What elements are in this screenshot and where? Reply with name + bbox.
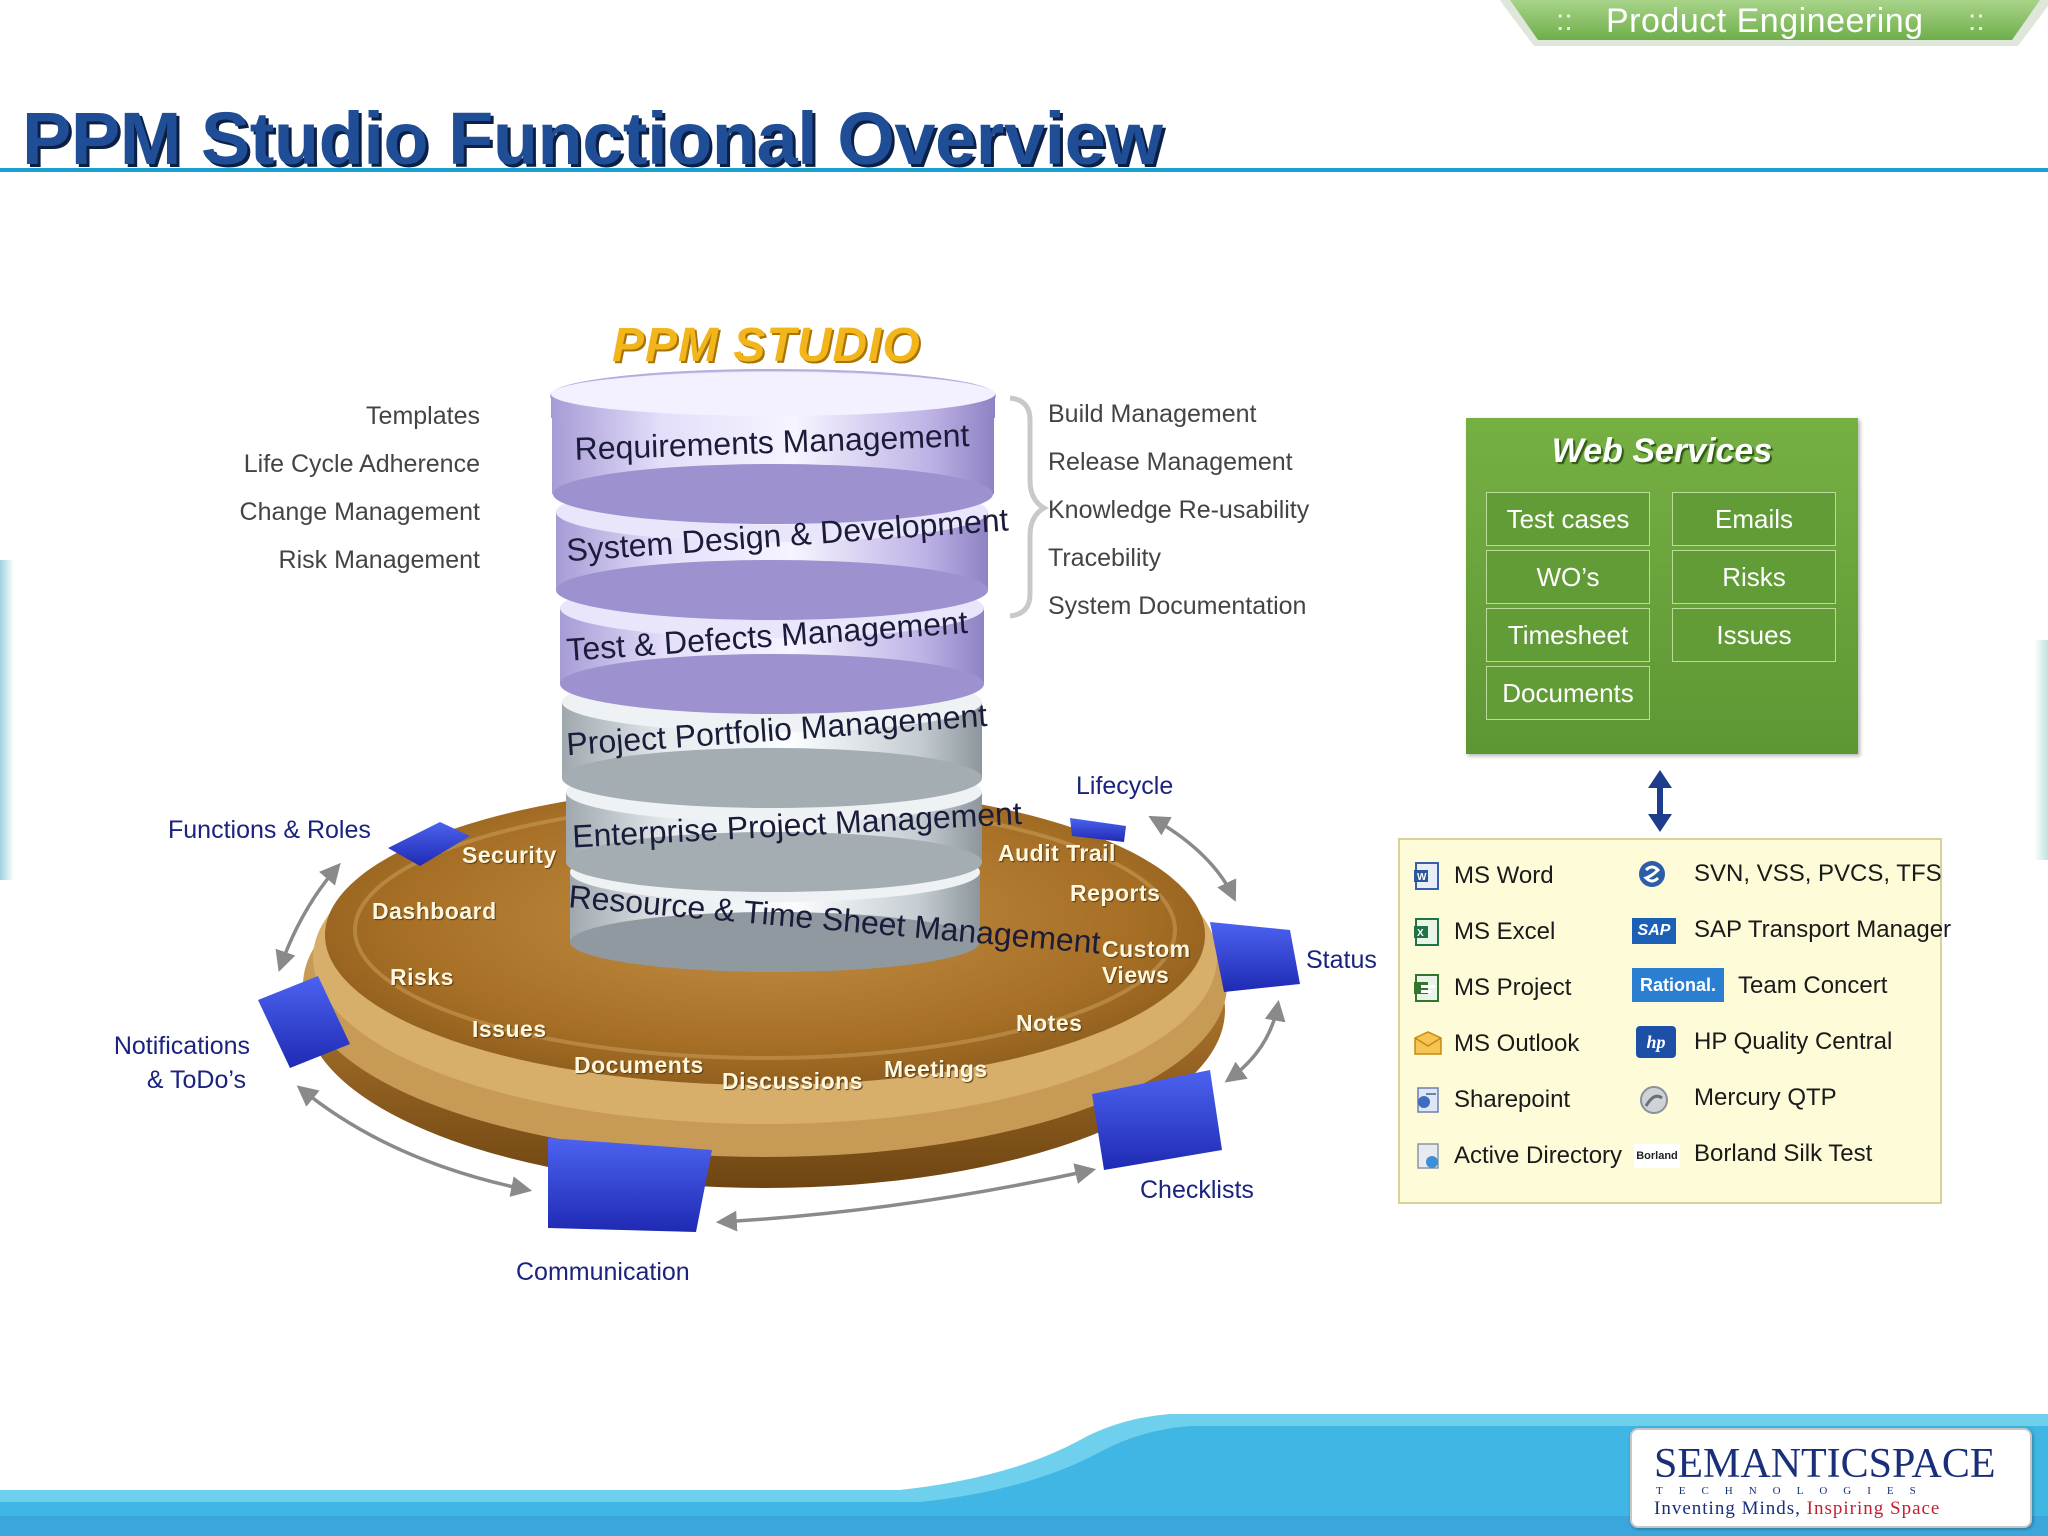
logo-name: SEMANTICSPACE [1654,1441,1996,1487]
tab-notifications [258,976,350,1068]
logo-tagline-part1: Inventing Minds, [1654,1498,1801,1519]
web-services-title: Web Services [1551,432,1773,470]
feature-knowledge-reusability: Knowledge Re-usability [1048,496,1310,524]
ws-item-test-cases: Test cases [1486,492,1650,546]
integration-active-directory: Active Directory [1454,1142,1623,1169]
integration-ms-word: MS Word [1454,862,1554,889]
feature-build-management: Build Management [1048,400,1257,428]
label-status: Status [1306,946,1377,974]
svg-text:X: X [1417,928,1424,939]
section-tab-label: Product Engineering [1606,2,1924,40]
borland-icon: Borland [1634,1144,1680,1168]
integration-sap-transport-manager: SAP Transport Manager [1694,916,1952,943]
disc-item-meetings: Meetings [884,1056,988,1082]
web-services-panel: Web Services Test cases Emails WO’s Risk… [1466,418,1858,754]
disc-item-dashboard: Dashboard [372,898,497,924]
integration-ms-excel: MS Excel [1454,918,1556,945]
disc-item-security: Security [462,842,557,868]
tab-lifecycle [1070,818,1126,842]
arrow-communication-checklists [715,1163,1097,1232]
ws-item-risks: Risks [1672,550,1836,604]
ms-outlook-icon [1414,1031,1442,1055]
label-notifications-line1: Notifications [113,1032,250,1060]
page-title: PPM Studio Functional Overview [22,97,1163,180]
ws-item-emails: Emails [1672,492,1836,546]
ws-item-issues: Issues [1672,608,1836,662]
ms-word-icon: W [1414,862,1439,890]
title-rule [0,168,2048,172]
integration-mercury-qtp: Mercury QTP [1694,1084,1837,1111]
logo-sub: TECHNOLOGIES [1656,1485,1932,1497]
hp-icon: hp [1636,1026,1676,1058]
tab-dots-right: :: [1968,4,1985,37]
arrow-checklists-status [1224,999,1286,1083]
disc-item-custom-views-line1: Custom [1102,936,1191,962]
disc-item-notes: Notes [1016,1010,1083,1036]
tab-dots-left: :: [1556,4,1573,37]
svg-text:W: W [1417,872,1427,883]
label-functions-roles: Functions & Roles [168,816,371,844]
integration-ms-outlook: MS Outlook [1454,1030,1580,1057]
ppm-cylinder [550,369,996,972]
label-communication: Communication [516,1258,690,1286]
integration-svn-vss-pvcs-tfs: SVN, VSS, PVCS, TFS [1694,860,1942,887]
integration-team-concert: Team Concert [1738,972,1888,999]
disc-item-documents: Documents [574,1052,704,1078]
ws-item-timesheet: Timesheet [1486,608,1650,662]
feature-release-management: Release Management [1048,448,1293,476]
version-control-icon [1639,861,1665,887]
cycle-arrows [275,815,1286,1232]
disc-item-risks: Risks [390,964,454,990]
right-edge-decoration [2034,640,2048,860]
web-services-connector-arrow [1648,770,1672,832]
tab-functions-roles [388,822,470,866]
integration-borland-silk-test: Borland Silk Test [1694,1140,1873,1167]
logo-tagline: Inventing Minds, Inspiring Space [1654,1498,1940,1520]
disc-tabs [258,818,1300,1232]
feature-system-documentation: System Documentation [1048,592,1307,620]
disc-item-custom-views-line2: Views [1102,962,1170,988]
left-edge-decoration [0,560,14,880]
tab-status [1210,922,1300,992]
arrow-status-lifecycle [1148,815,1237,902]
disc-item-discussions: Discussions [722,1068,863,1094]
feature-life-cycle-adherence: Life Cycle Adherence [243,450,480,478]
ws-item-documents: Documents [1486,666,1650,720]
feature-change-management: Change Management [239,498,480,526]
mercury-icon [1640,1086,1668,1114]
integrations-panel: W X MS Word MS Excel MS Project MS Outlo… [1398,838,1951,1204]
active-directory-icon [1417,1143,1439,1169]
sharepoint-icon [1417,1087,1439,1113]
integration-ms-project: MS Project [1454,974,1572,1001]
ms-excel-icon: X [1414,918,1439,946]
integration-sharepoint: Sharepoint [1454,1086,1571,1113]
tab-checklists [1092,1070,1222,1170]
features-brace [1009,395,1050,619]
feature-risk-management: Risk Management [278,546,480,574]
disc-item-audit-trail: Audit Trail [998,840,1116,866]
section-tab [1500,0,2048,46]
disc-item-reports: Reports [1070,880,1161,906]
tab-communication [548,1138,712,1232]
arrow-notifications-communication [296,1085,533,1197]
sap-icon: SAP [1632,918,1676,944]
arrow-functions-notifications [275,862,341,972]
disc-item-issues: Issues [472,1016,547,1042]
rational-icon: Rational. [1632,968,1724,1002]
studio-title: PPM STUDIO [612,319,921,372]
integration-hp-quality-central: HP Quality Central [1694,1028,1893,1055]
footer-wave [0,1414,2048,1536]
label-lifecycle: Lifecycle [1076,772,1174,800]
ms-project-icon [1414,974,1439,1002]
logo-tagline-part2: Inspiring Space [1806,1498,1941,1519]
company-logo: SEMANTICSPACE TECHNOLOGIES Inventing Min… [1630,1428,2032,1528]
feature-tracebility: Tracebility [1048,544,1161,572]
label-checklists: Checklists [1140,1176,1254,1204]
feature-templates: Templates [366,402,480,430]
ws-item-wos: WO’s [1486,550,1650,604]
label-notifications-line2: & ToDo’s [146,1066,246,1094]
